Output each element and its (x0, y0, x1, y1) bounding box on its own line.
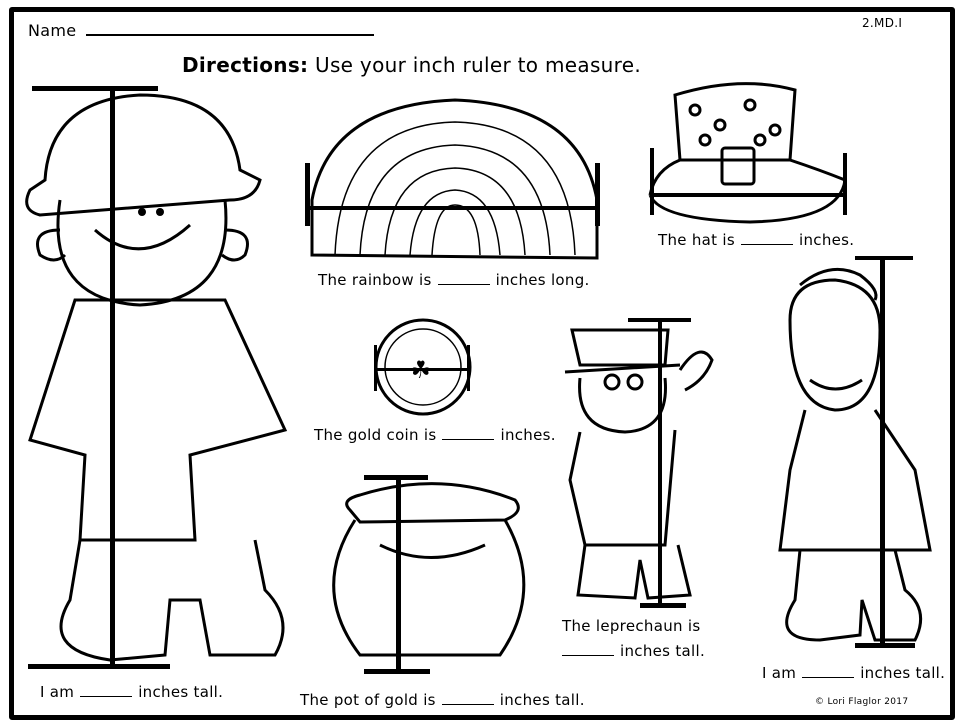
girl-measure-top-cap (855, 256, 913, 260)
rainbow-answer-blank[interactable] (437, 272, 490, 285)
boy-measure-bottom-cap (28, 664, 170, 669)
pot-of-gold-illustration (332, 482, 526, 657)
pot-answer-blank[interactable] (441, 692, 494, 705)
leprechaun-measure-top-cap (628, 318, 691, 322)
copyright: © Lori Flaglor 2017 (815, 697, 909, 707)
rainbow-measure-left-cap (305, 163, 310, 226)
standard-code: 2.MD.I (862, 16, 903, 30)
girl-measure-line (880, 258, 885, 648)
hat-measure-right-cap (843, 153, 847, 215)
hat-measure-line (650, 193, 845, 197)
name-label: Name (28, 21, 77, 40)
pot-measure-line (396, 477, 401, 672)
measurement-bars (28, 86, 915, 674)
directions: Directions: Use your inch ruler to measu… (182, 53, 641, 77)
coin-measure-right-cap (467, 345, 470, 391)
leprechaun-answer-blank[interactable] (562, 643, 614, 656)
hat-illustration (648, 82, 847, 224)
girl-illustration (778, 267, 932, 642)
pot-measure-top-cap (364, 475, 428, 480)
leprechaun-illustration (564, 328, 714, 600)
girl-answer-blank[interactable] (802, 665, 855, 678)
leprechaun-measure-bottom-cap (640, 603, 686, 608)
coin-measure-left-cap (374, 345, 377, 391)
boy-measure-top-cap (32, 86, 158, 91)
coin-answer-blank[interactable] (442, 427, 495, 440)
hat-measure-left-cap (650, 148, 654, 215)
coin-measure-line (376, 368, 470, 371)
directions-label: Directions: (182, 53, 309, 77)
boy-answer-blank[interactable] (80, 684, 133, 697)
leprechaun-question-line1: The leprechaun is (562, 617, 701, 635)
girl-measure-bottom-cap (855, 643, 915, 648)
rainbow-measure-line (305, 206, 598, 210)
name-blank[interactable] (86, 20, 375, 36)
boy-illustration (25, 93, 288, 662)
directions-text: Use your inch ruler to measure. (315, 53, 641, 77)
boy-measure-line (110, 88, 115, 668)
pot-measure-bottom-cap (364, 669, 430, 674)
worksheet-frame (9, 7, 955, 720)
rainbow-illustration (310, 98, 599, 260)
leprechaun-measure-line (658, 320, 662, 607)
rainbow-measure-right-cap (595, 163, 600, 226)
hat-answer-blank[interactable] (741, 232, 793, 245)
name-field[interactable]: Name (28, 20, 375, 40)
leprechaun-question-line2: inches tall. (556, 642, 705, 660)
